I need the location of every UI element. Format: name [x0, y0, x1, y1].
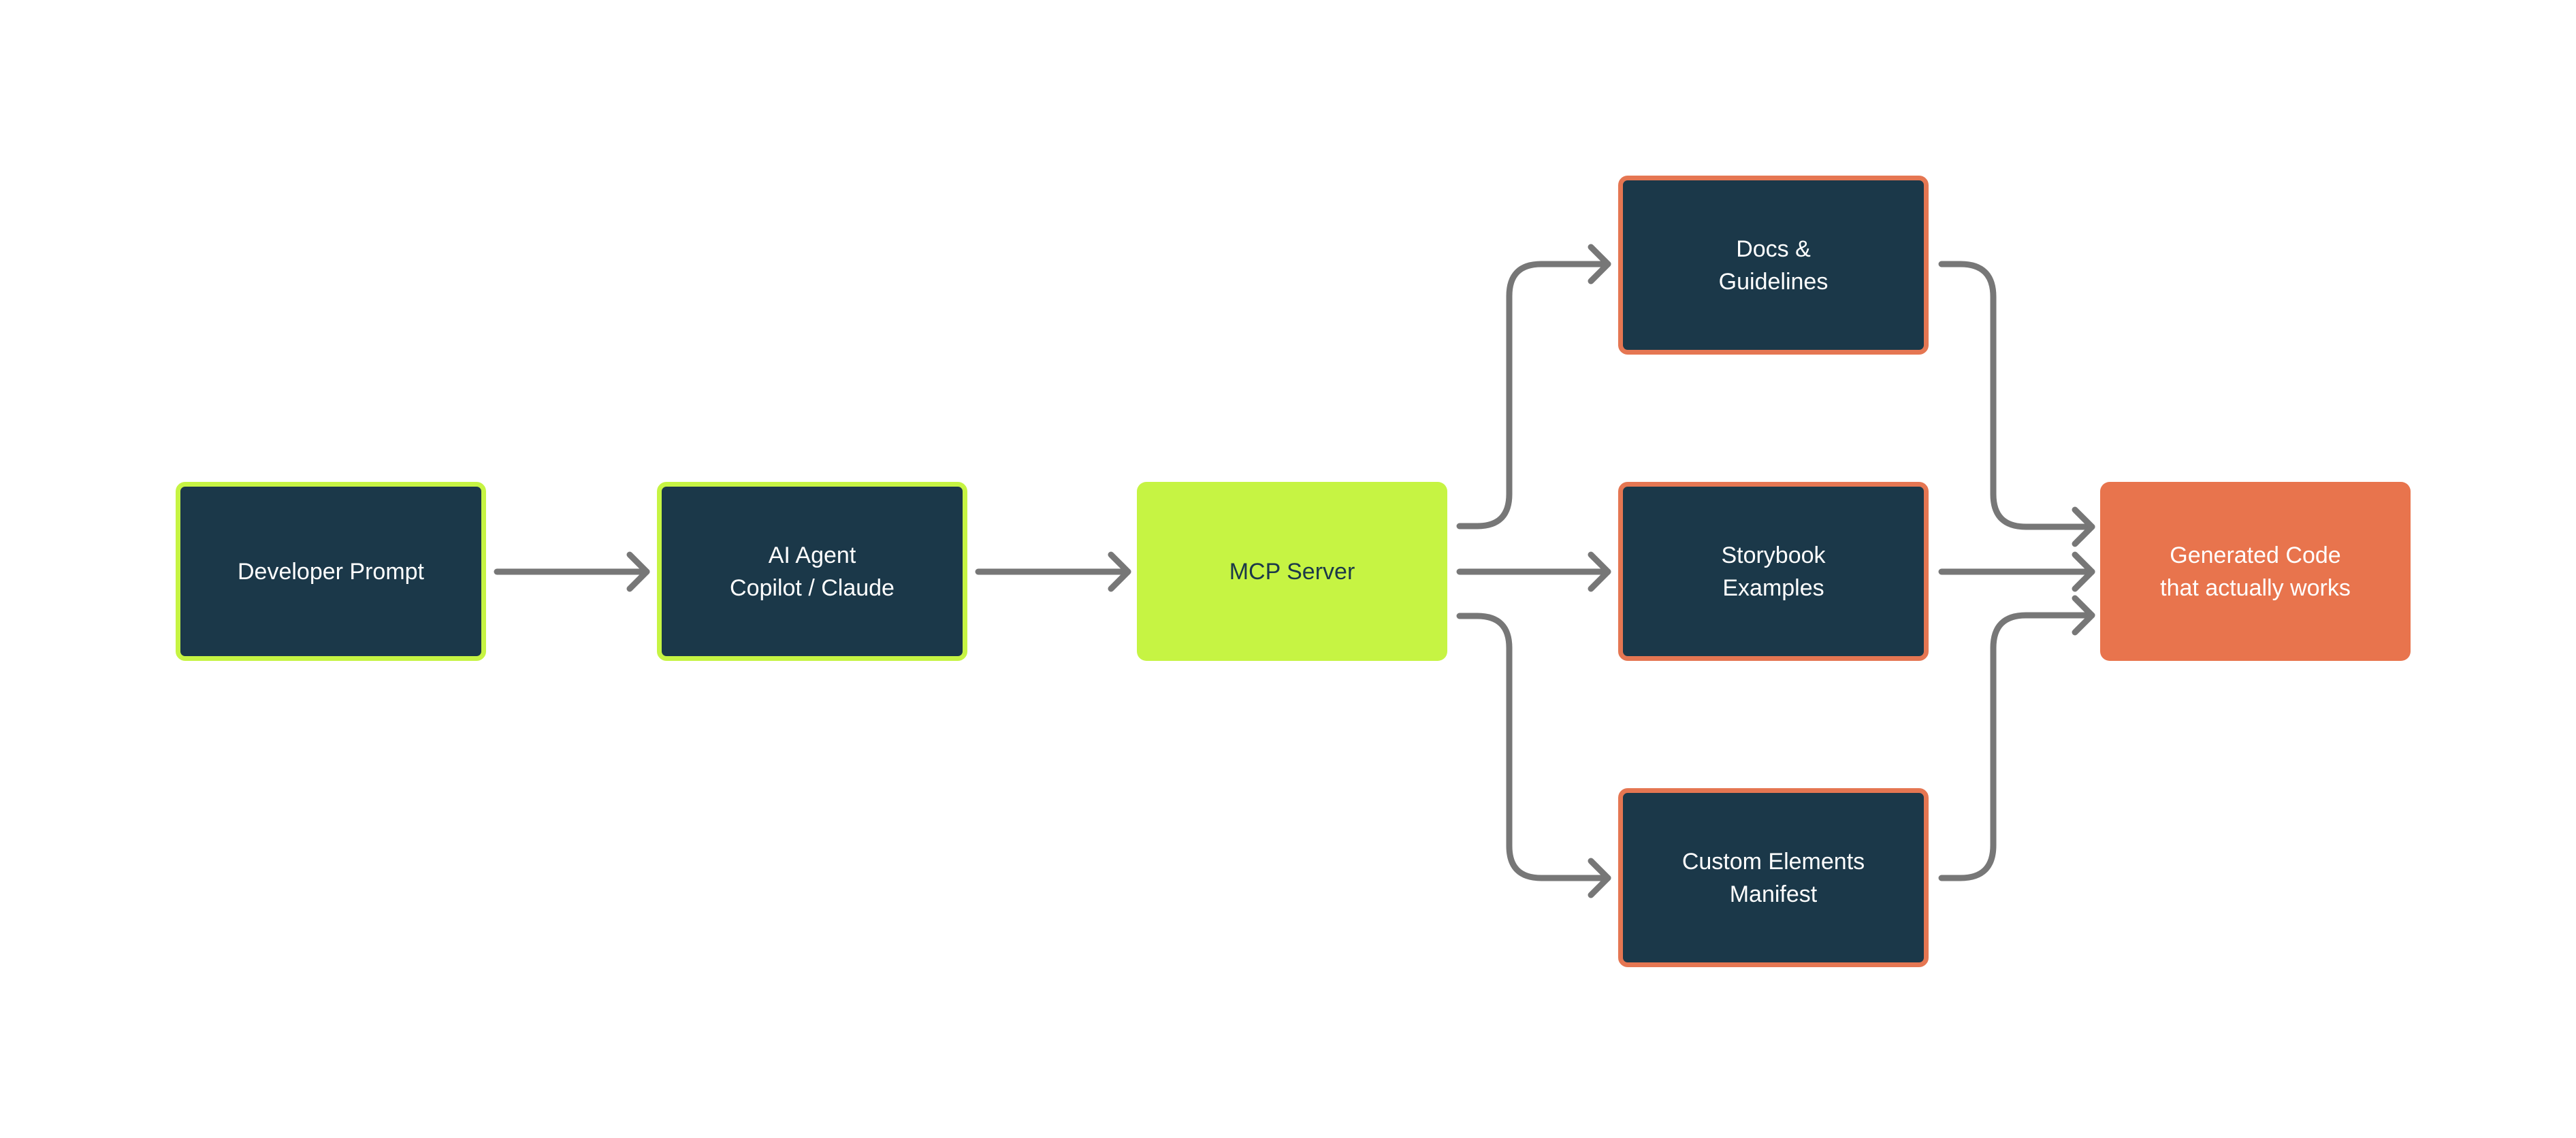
label-line: Generated Code [2170, 542, 2341, 568]
node-storybook-examples: Storybook Examples [1618, 482, 1929, 661]
label-line: Guidelines [1718, 268, 1829, 295]
node-developer-prompt: Developer Prompt [176, 482, 486, 661]
label-line: Developer Prompt [237, 558, 424, 585]
node-storybook-examples-label: Storybook Examples [1721, 539, 1825, 604]
label-line: Copilot / Claude [730, 574, 895, 601]
node-docs-guidelines: Docs & Guidelines [1618, 176, 1929, 355]
label-line: MCP Server [1229, 558, 1355, 585]
arrowhead-agent-icon [626, 551, 650, 592]
node-generated-code-label: Generated Code that actually works [2160, 539, 2351, 604]
node-generated-code: Generated Code that actually works [2100, 482, 2411, 661]
label-line: that actually works [2160, 574, 2351, 601]
node-mcp-server-label: MCP Server [1229, 555, 1355, 588]
arrowhead-mcp-icon [1108, 551, 1131, 592]
label-line: Docs & [1736, 235, 1811, 262]
connector-docs-to-code [1938, 261, 2095, 530]
node-ai-agent-label: AI Agent Copilot / Claude [730, 539, 895, 604]
node-custom-elements-manifest: Custom Elements Manifest [1618, 788, 1929, 967]
arrowhead-storybook-icon [1588, 551, 1611, 592]
arrowhead-code-bottom-icon [2072, 595, 2095, 636]
label-line: Custom Elements [1681, 848, 1865, 875]
label-line: Examples [1722, 574, 1824, 601]
node-docs-guidelines-label: Docs & Guidelines [1719, 233, 1829, 298]
node-custom-elements-manifest-label: Custom Elements Manifest [1682, 845, 1865, 911]
arrowhead-manifest-icon [1588, 858, 1611, 898]
connector-mcp-to-manifest [1456, 613, 1611, 881]
node-ai-agent: AI Agent Copilot / Claude [657, 482, 967, 661]
node-mcp-server: MCP Server [1137, 482, 1447, 661]
label-line: Storybook [1721, 542, 1826, 568]
connector-mcp-to-docs [1456, 261, 1611, 530]
arrowhead-docs-icon [1588, 244, 1611, 284]
connector-manifest-to-code [1938, 612, 2095, 881]
label-line: AI Agent [768, 542, 856, 568]
arrowhead-code-top-icon [2072, 506, 2095, 547]
arrowhead-code-middle-icon [2072, 551, 2095, 592]
node-developer-prompt-label: Developer Prompt [238, 555, 424, 588]
label-line: Manifest [1729, 881, 1818, 907]
